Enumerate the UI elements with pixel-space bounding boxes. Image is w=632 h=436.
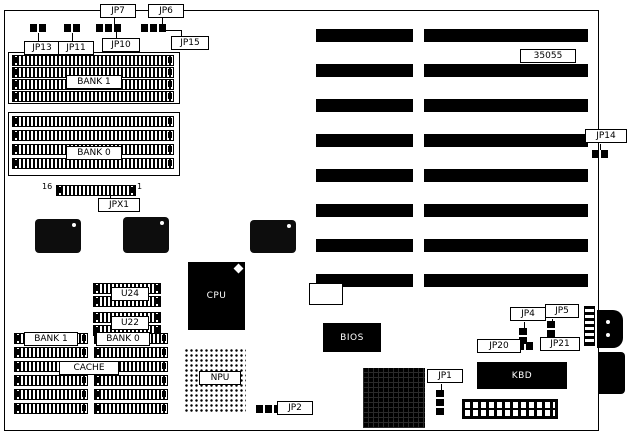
simm-socket — [12, 91, 174, 102]
jp13-label: JP13 — [24, 41, 60, 55]
leader-line — [552, 319, 553, 322]
edge-pin-header — [584, 306, 595, 346]
leader-line — [181, 30, 182, 36]
edge-connector — [599, 352, 625, 394]
cache-bank1-label: BANK 1 — [24, 332, 78, 346]
jp14-label: JP14 — [585, 129, 627, 143]
keyboard-din-connector — [597, 310, 623, 348]
cache-label: CACHE — [59, 361, 119, 375]
plcc-chip-3 — [250, 220, 296, 253]
plcc-chip-1 — [35, 219, 81, 253]
cache-bank0-label: BANK 0 — [96, 332, 150, 346]
isa-slot-5-short — [316, 169, 413, 182]
leader-line — [114, 18, 115, 25]
jp13-jumper-block — [30, 24, 46, 32]
crystal-oscillator — [309, 283, 343, 305]
isa-slot-6-long — [424, 204, 588, 217]
jp11-label: JP11 — [58, 41, 94, 55]
simm-bank1-label: BANK 1 — [66, 75, 122, 89]
simm-bank0-label: BANK 0 — [66, 146, 122, 160]
jp7-label: JP7 — [100, 4, 136, 18]
simm-socket — [12, 55, 174, 66]
isa-slot-2-long — [424, 64, 588, 77]
dip-socket — [14, 347, 88, 358]
jp1-label: JP1 — [427, 369, 463, 383]
jp14-jumper-block — [592, 150, 608, 158]
power-connector — [462, 399, 558, 419]
bios-chip: BIOS — [323, 323, 381, 352]
jp7-jp10-jumper-block — [96, 24, 121, 32]
jpx1-connector — [56, 185, 136, 196]
isa-slot-5-long — [424, 169, 588, 182]
jp4-jumper-block — [519, 328, 527, 344]
dip-socket — [14, 389, 88, 400]
isa-slot-3-short — [316, 99, 413, 112]
dip-socket — [94, 403, 168, 414]
jp5-jumper-block — [547, 321, 555, 337]
jp6-label: JP6 — [148, 4, 184, 18]
dip-socket — [94, 389, 168, 400]
isa-slot-3-long — [424, 99, 588, 112]
simm-bank0-sockets — [8, 112, 180, 176]
leader-line — [164, 30, 182, 31]
cpu-chip: CPU — [188, 262, 245, 330]
isa-slot-2-short — [316, 64, 413, 77]
simm-socket — [12, 116, 174, 127]
jp10-label: JP10 — [102, 38, 140, 52]
dip-socket — [94, 347, 168, 358]
u22-label: U22 — [111, 316, 149, 330]
isa-slot-7-short — [316, 239, 413, 252]
isa-slot-1-long — [424, 29, 588, 42]
leader-line — [600, 144, 601, 150]
jp20-label: JP20 — [477, 339, 521, 353]
leader-line — [524, 322, 525, 328]
u24-label: U24 — [111, 287, 149, 301]
npu-label: NPU — [199, 371, 241, 385]
kbd-controller-chip: KBD — [477, 362, 567, 389]
isa-slot-4-long — [424, 134, 588, 147]
simm-socket — [12, 130, 174, 141]
kbd-label: KBD — [511, 370, 533, 381]
jp4-label: JP4 — [510, 307, 546, 321]
dip-socket — [94, 375, 168, 386]
jp15-label: JP15 — [171, 36, 209, 50]
jp6-jp15-jumper-block — [141, 24, 166, 32]
cpu-label: CPU — [206, 291, 227, 301]
isa-slot-8-long — [424, 274, 588, 287]
isa-slot-6-short — [316, 204, 413, 217]
leader-line — [72, 33, 73, 41]
leader-line — [162, 18, 163, 25]
isa-slot-7-long — [424, 239, 588, 252]
dip-socket — [14, 375, 88, 386]
isa-slot-4-short — [316, 134, 413, 147]
jpx1-pin16-label: 16 — [42, 182, 53, 191]
jp5-label: JP5 — [545, 304, 579, 318]
jpx1-pin1-label: 1 — [137, 182, 143, 191]
bios-label: BIOS — [340, 332, 364, 343]
part-number-label: 35055 — [520, 49, 576, 63]
plcc-chip-2 — [123, 217, 169, 253]
leader-line — [38, 33, 39, 41]
isa-slot-1-short — [316, 29, 413, 42]
dip-socket — [14, 403, 88, 414]
jp21-label: JP21 — [540, 337, 580, 351]
jp2-label: JP2 — [277, 401, 313, 415]
jp11-jumper-block — [64, 24, 80, 32]
chipset-pga — [363, 368, 425, 428]
jp1-jumper-block — [436, 390, 444, 415]
cpu-pin1-marker — [233, 263, 244, 274]
leader-line — [116, 31, 117, 38]
leader-line — [110, 195, 111, 199]
jpx1-label: JPX1 — [98, 198, 140, 212]
leader-line — [441, 384, 442, 390]
